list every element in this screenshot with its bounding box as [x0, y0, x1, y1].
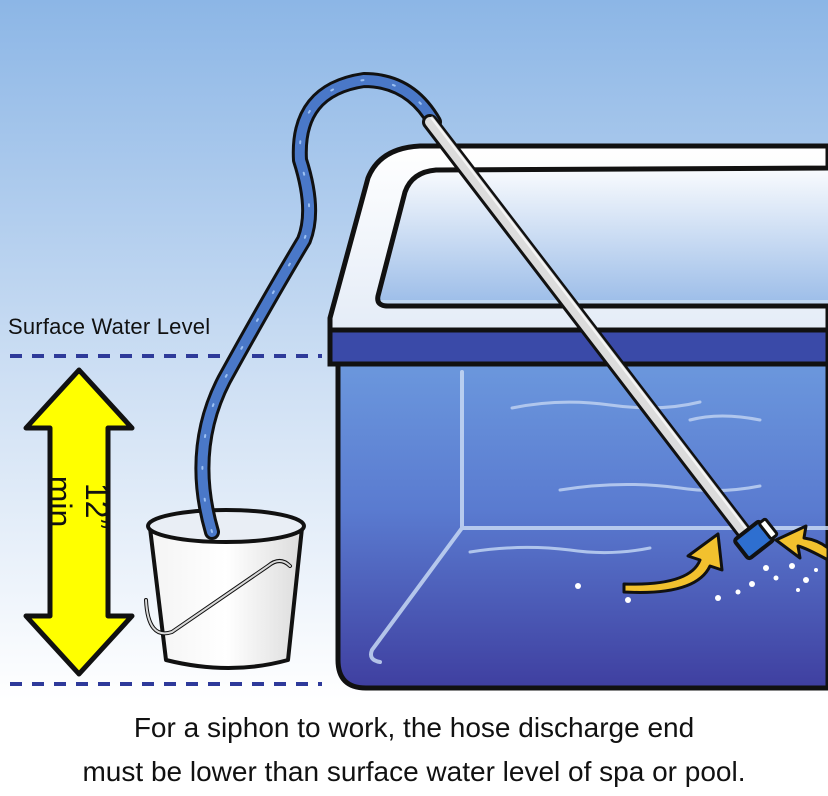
- height-arrow-icon: [23, 367, 135, 677]
- caption-line-2: must be lower than surface water level o…: [82, 756, 746, 787]
- vacuum-pole: [422, 114, 758, 548]
- bubbles: [575, 563, 818, 603]
- minimum-height-label: 12” min.: [42, 475, 115, 537]
- caption: For a siphon to work, the hose discharge…: [0, 706, 828, 794]
- siphon-illustration: [0, 0, 828, 700]
- caption-line-1: For a siphon to work, the hose discharge…: [133, 712, 695, 743]
- flow-arrow-right: [774, 524, 828, 562]
- water-ripples: [468, 400, 762, 555]
- bucket: [144, 508, 306, 670]
- tub-inner-edges: [369, 370, 828, 664]
- tub-water: [327, 327, 828, 691]
- siphon-hose: [194, 72, 442, 540]
- surface-water-level-label: Surface Water Level: [8, 314, 211, 339]
- hose-nozzle: [733, 517, 779, 561]
- tub-rim-band: [327, 327, 828, 367]
- tub-rim: [327, 143, 828, 335]
- tub-inner-wall: [374, 160, 828, 300]
- flow-arrow-left: [622, 532, 724, 594]
